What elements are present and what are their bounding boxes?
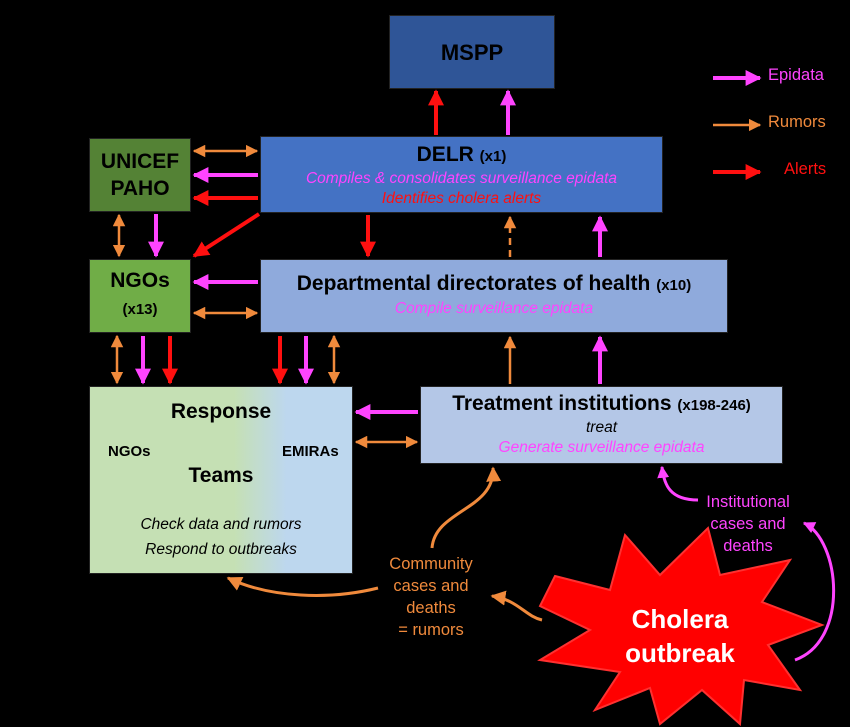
- treatment-institutions-box: Treatment institutions (x198-246) treat …: [420, 386, 783, 464]
- community-cases-label: Community cases and deaths = rumors: [376, 553, 486, 641]
- dept-count: (x10): [656, 277, 692, 294]
- delr-line1: Compiles & consolidates surveillance epi…: [305, 170, 618, 187]
- institutional-line3: deaths: [723, 537, 773, 555]
- treatment-title-row: Treatment institutions (x198-246): [421, 392, 782, 416]
- arrow-delr-ngos-alerts: [192, 212, 261, 258]
- legend-rumors-label: Rumors: [768, 113, 826, 131]
- delr-title: DELR: [416, 143, 474, 166]
- treatment-count: (x198-246): [677, 397, 751, 414]
- dept-title: Departmental directorates of health: [296, 272, 651, 295]
- legend-alerts-label: Alerts: [784, 160, 827, 178]
- response-title: Response: [170, 400, 272, 423]
- teams-title: Teams: [188, 464, 254, 487]
- response-ngos-label: NGOs: [108, 443, 151, 460]
- cholera-outbreak-label: Cholera outbreak: [590, 602, 770, 670]
- institutional-line1: Institutional: [706, 493, 790, 511]
- arrow-institutional-treatment: [657, 465, 699, 502]
- arrow-outbreak-community: [490, 590, 543, 622]
- dept-title-row: Departmental directorates of health (x10…: [261, 272, 727, 296]
- ngos-box: NGOs (x13): [89, 259, 191, 333]
- ngos-title: NGOs: [110, 269, 170, 292]
- ngos-count: (x13): [122, 301, 158, 318]
- unicef-paho-box: UNICEF PAHO: [89, 138, 191, 212]
- response-line1: Check data and rumors: [140, 516, 302, 533]
- outbreak-line2: outbreak: [625, 638, 735, 668]
- delr-count: (x1): [479, 148, 507, 165]
- paho-label: PAHO: [110, 177, 170, 200]
- community-line1: Community: [389, 555, 473, 573]
- community-line3: deaths: [406, 599, 456, 617]
- response-emiras-label: EMIRAs: [282, 443, 339, 460]
- treatment-line2: Generate surveillance epidata: [498, 439, 705, 456]
- unicef-label: UNICEF: [100, 150, 180, 173]
- community-line4: = rumors: [398, 621, 464, 639]
- treatment-title: Treatment institutions: [452, 392, 672, 415]
- delr-box: DELR (x1) Compiles & consolidates survei…: [260, 136, 663, 213]
- outbreak-line1: Cholera: [631, 604, 729, 634]
- mspp-box: MSPP: [389, 15, 555, 89]
- institutional-cases-label: Institutional cases and deaths: [692, 491, 804, 557]
- institutional-line2: cases and: [710, 515, 786, 533]
- cholera-outbreak-burst: [537, 526, 825, 727]
- treatment-line1: treat: [585, 419, 617, 436]
- delr-line2: Identifies cholera alerts: [381, 190, 542, 207]
- arrow-community-treatment: [430, 466, 502, 549]
- delr-title-row: DELR (x1): [261, 143, 662, 167]
- departmental-directorates-box: Departmental directorates of health (x10…: [260, 259, 728, 333]
- dept-line1: Compile surveillance epidata: [394, 300, 594, 317]
- legend-epidata-label: Epidata: [768, 66, 824, 84]
- community-line2: cases and: [393, 577, 469, 595]
- response-line2: Respond to outbreaks: [145, 541, 297, 558]
- arrow-community-response: [226, 576, 379, 597]
- mspp-label: MSPP: [440, 40, 504, 65]
- arrow-outbreak-institutional: [794, 521, 835, 662]
- response-teams-box: Response NGOs EMIRAs Teams Check data an…: [89, 386, 353, 574]
